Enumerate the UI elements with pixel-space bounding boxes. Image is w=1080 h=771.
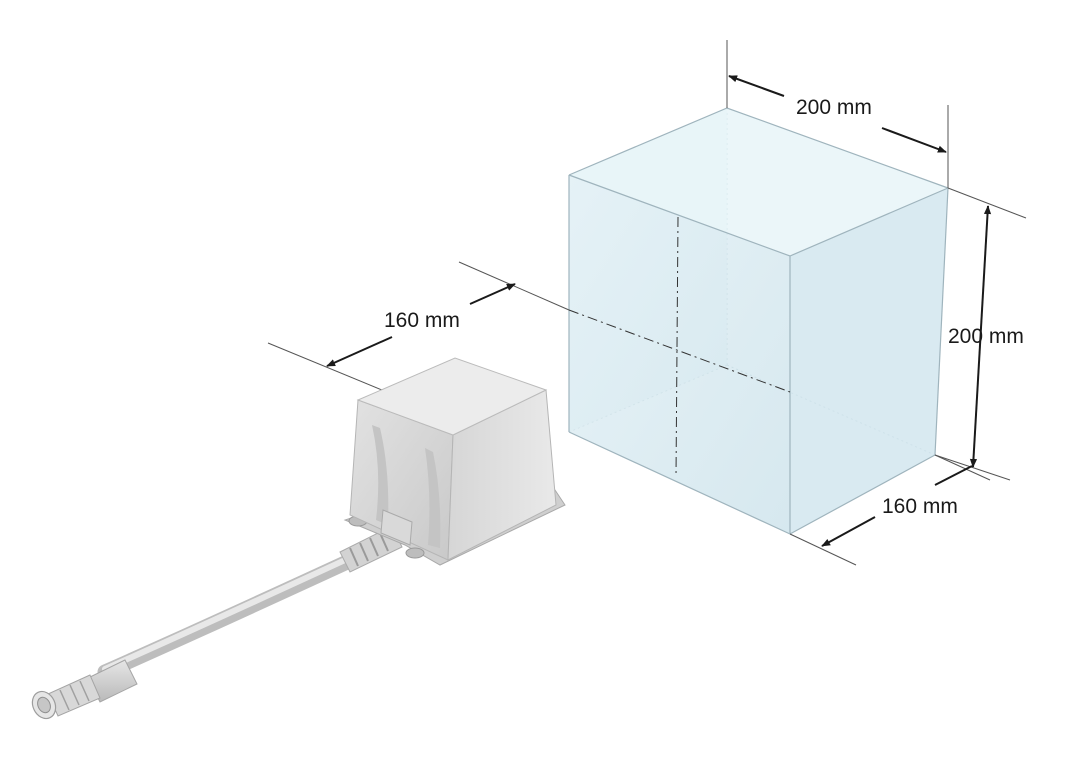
arrow-distance-right xyxy=(469,283,516,305)
field-visible-edges xyxy=(568,107,949,535)
detection-field xyxy=(568,107,949,535)
dimension-label-height: 200 mm xyxy=(948,325,1024,348)
field-front-face xyxy=(569,175,790,534)
arrow-width-left xyxy=(728,75,785,97)
sensor-housing-icon xyxy=(97,357,566,680)
dimension-label-width: 200 mm xyxy=(796,96,872,119)
field-right-face xyxy=(790,188,948,534)
arrow-depth-bottom-right xyxy=(934,465,973,486)
dimension-label-depth: 160 mm xyxy=(882,495,958,518)
field-center-axes xyxy=(568,216,791,478)
field-top-face xyxy=(569,108,948,256)
arrow-width-right xyxy=(881,127,947,153)
m12-connector-icon xyxy=(31,659,138,720)
arrow-height xyxy=(969,205,992,468)
arrow-distance-left xyxy=(326,336,393,367)
dimension-label-sensor-distance: 160 mm xyxy=(384,309,460,332)
arrow-depth-bottom-left xyxy=(821,516,876,547)
dimension-arrows xyxy=(326,75,992,547)
